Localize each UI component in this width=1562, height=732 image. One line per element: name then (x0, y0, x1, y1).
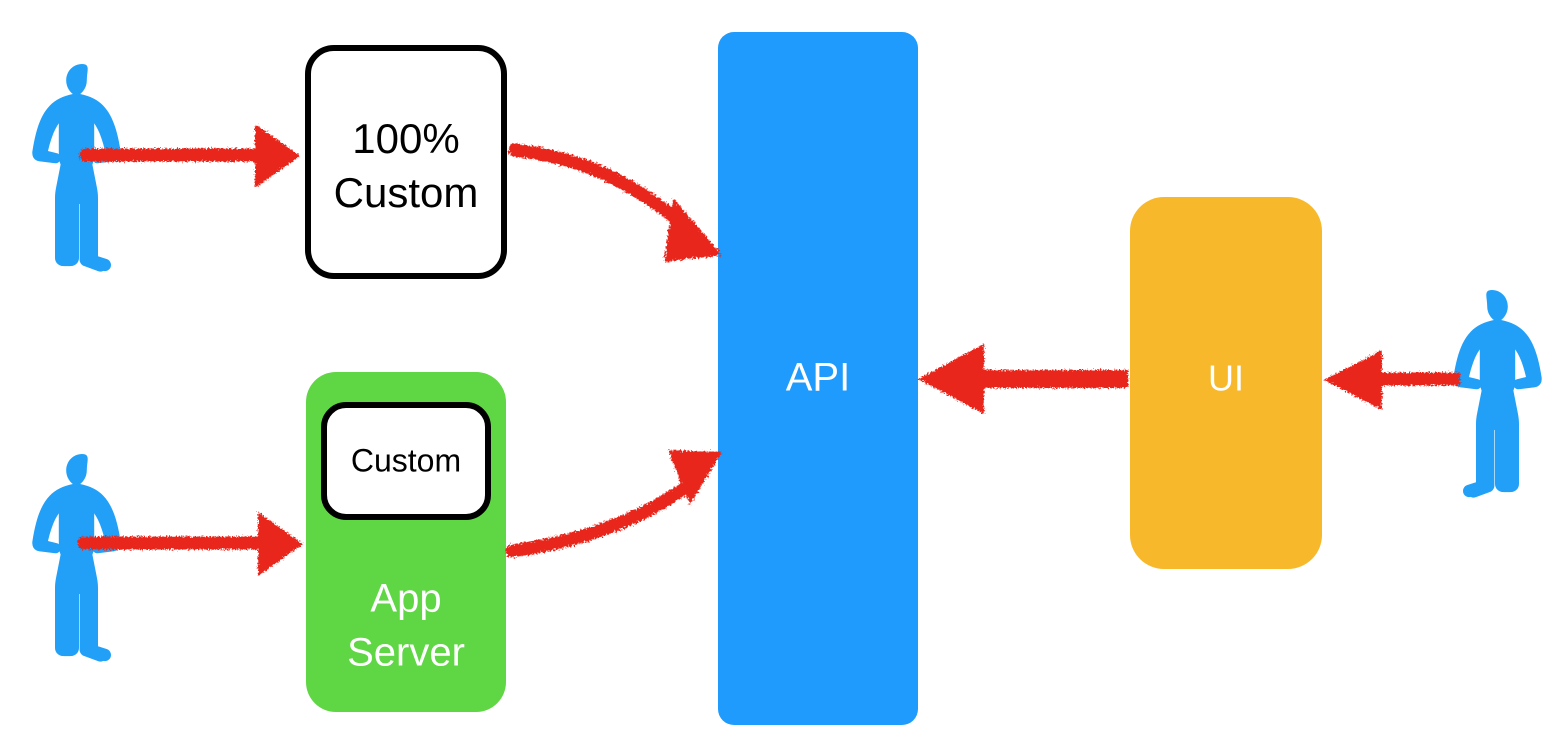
api-label: API (786, 356, 850, 400)
custom-100-label-line2: Custom (334, 169, 479, 216)
node-ui[interactable]: UI (1130, 197, 1322, 569)
ui-label: UI (1208, 358, 1244, 399)
custom-100-label-line1: 100% (352, 115, 459, 162)
node-api[interactable]: API (718, 32, 918, 725)
edge-appserver-to-api-head (668, 450, 722, 505)
app-server-label-line1: App (370, 577, 441, 621)
edge-custom-to-api-shaft (508, 143, 699, 239)
edge-person-to-ui (1324, 350, 1460, 410)
edge-ui-to-api (918, 344, 1128, 414)
edge-person-to-ui-head (1324, 350, 1382, 410)
node-custom-100[interactable]: 100% Custom (305, 45, 507, 279)
edge-person-to-custom-head (255, 124, 300, 188)
edge-person-to-appserver (77, 512, 303, 576)
edge-person-to-custom (79, 124, 300, 188)
actor-person-right[interactable] (1453, 290, 1542, 498)
ui-box-shape (1130, 197, 1322, 569)
edge-custom-to-api-head (664, 198, 722, 262)
edge-person-to-appserver-head (258, 512, 303, 576)
actor-person-bottom-left[interactable] (32, 454, 121, 662)
api-box-shape (718, 32, 918, 725)
custom-inner-box-shape (321, 402, 491, 520)
custom-inner-label: Custom (351, 442, 461, 478)
custom-100-box-shape (305, 45, 507, 279)
edge-ui-to-api-head (918, 344, 984, 414)
edge-appserver-to-api-shaft (505, 474, 701, 558)
actor-person-top-left[interactable] (32, 64, 121, 272)
node-custom-inner[interactable]: Custom (321, 402, 491, 520)
app-server-label-line2: Server (347, 631, 465, 675)
edge-appserver-to-api (505, 450, 722, 558)
edge-custom-to-api (508, 143, 722, 262)
